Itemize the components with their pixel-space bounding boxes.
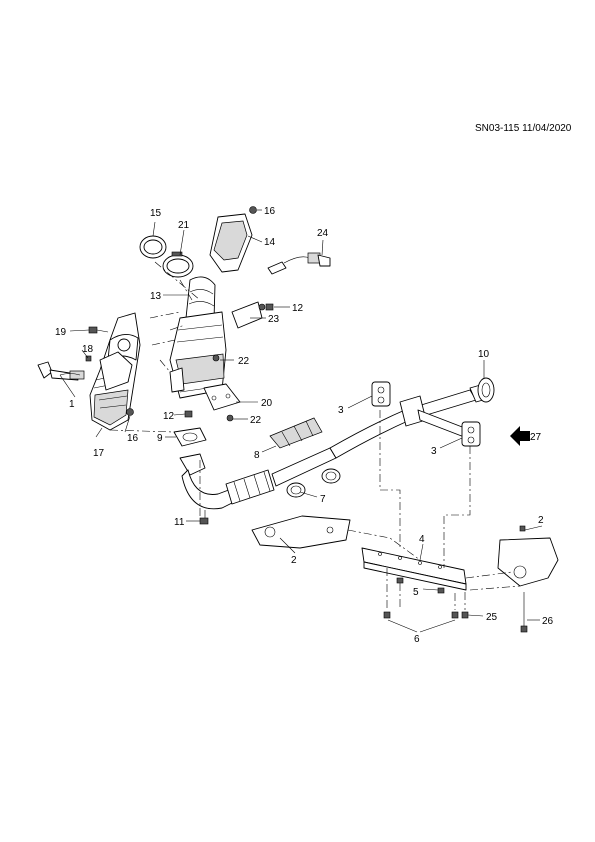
intermediate-pipe [399, 377, 495, 441]
callout-8: 8 [254, 450, 260, 461]
callout-9: 9 [157, 433, 163, 444]
nut-16-lower [126, 408, 134, 416]
bolt-12-upper [265, 303, 274, 311]
callout-25: 25 [486, 612, 498, 623]
bracket-2-left [251, 515, 351, 549]
callout-13: 13 [150, 291, 162, 302]
callout-22-upper: 22 [238, 356, 250, 367]
nut-22-upper [212, 354, 220, 362]
callout-5: 5 [413, 587, 419, 598]
callout-21: 21 [178, 220, 190, 231]
bracket-20 [203, 383, 241, 411]
callout-12-lower: 12 [163, 411, 175, 422]
front-catalytic-converter [89, 312, 141, 431]
heat-shield-14 [209, 213, 253, 273]
callout-27: 27 [530, 432, 542, 443]
callout-17: 17 [93, 448, 105, 459]
bolt-12-lower [184, 410, 193, 418]
callout-16-upper: 16 [264, 206, 276, 217]
callout-labels: 1 2 2 3 3 4 5 6 7 8 9 10 11 12 12 13 14 … [55, 206, 554, 645]
callout-18: 18 [82, 344, 94, 355]
leader-lines [59, 209, 543, 633]
callout-2-left: 2 [291, 555, 297, 566]
gasket-15 [139, 235, 167, 259]
nut-5-a [396, 577, 404, 584]
clamp-7-b [321, 468, 341, 484]
rubber-hanger-3-right [461, 421, 481, 447]
bolt-26 [520, 592, 528, 633]
bolt-19 [88, 326, 109, 334]
callout-4: 4 [419, 534, 425, 545]
bolt-6-b [451, 611, 459, 619]
callout-20: 20 [261, 398, 273, 409]
bracket-2-right [497, 525, 559, 587]
nut-22-lower [226, 414, 234, 422]
oxygen-sensor-rear [267, 252, 331, 275]
callout-16-lower: 16 [127, 433, 139, 444]
callout-22-lower: 22 [250, 415, 262, 426]
callout-19: 19 [55, 327, 67, 338]
rubber-hanger-3-left [371, 381, 391, 407]
callout-14: 14 [264, 237, 276, 248]
bolt-25 [461, 611, 469, 619]
callout-3-right: 3 [431, 446, 437, 457]
nut-16-upper [249, 206, 257, 214]
callout-23: 23 [268, 314, 280, 325]
gasket-9 [173, 427, 207, 447]
clamp-21 [162, 251, 194, 278]
catalytic-converter-main [169, 311, 227, 399]
drawing-reference: SN03-115 11/04/2020 [475, 123, 572, 134]
front-pipe [179, 409, 411, 520]
bolt-6-a [383, 611, 391, 619]
callout-6: 6 [414, 634, 420, 645]
assembly-guide-lines [109, 261, 521, 610]
callout-11: 11 [174, 517, 185, 528]
callout-3-left: 3 [338, 405, 344, 416]
callout-1: 1 [69, 399, 75, 410]
oxygen-sensor-front [37, 361, 85, 381]
callout-12-upper: 12 [292, 303, 304, 314]
callout-15: 15 [150, 208, 162, 219]
clamp-7-a [286, 482, 306, 498]
callout-24: 24 [317, 228, 329, 239]
bracket-23 [231, 301, 266, 329]
crossmember-4 [361, 547, 467, 591]
front-direction-arrow [510, 426, 530, 446]
callout-26: 26 [542, 616, 554, 627]
nut-5-b [437, 587, 445, 594]
stud-18 [85, 355, 92, 362]
callout-2-right: 2 [538, 515, 544, 526]
heat-shield-8 [269, 417, 323, 449]
callout-10: 10 [478, 349, 490, 360]
nut-11 [199, 517, 209, 525]
callout-7: 7 [320, 494, 326, 505]
